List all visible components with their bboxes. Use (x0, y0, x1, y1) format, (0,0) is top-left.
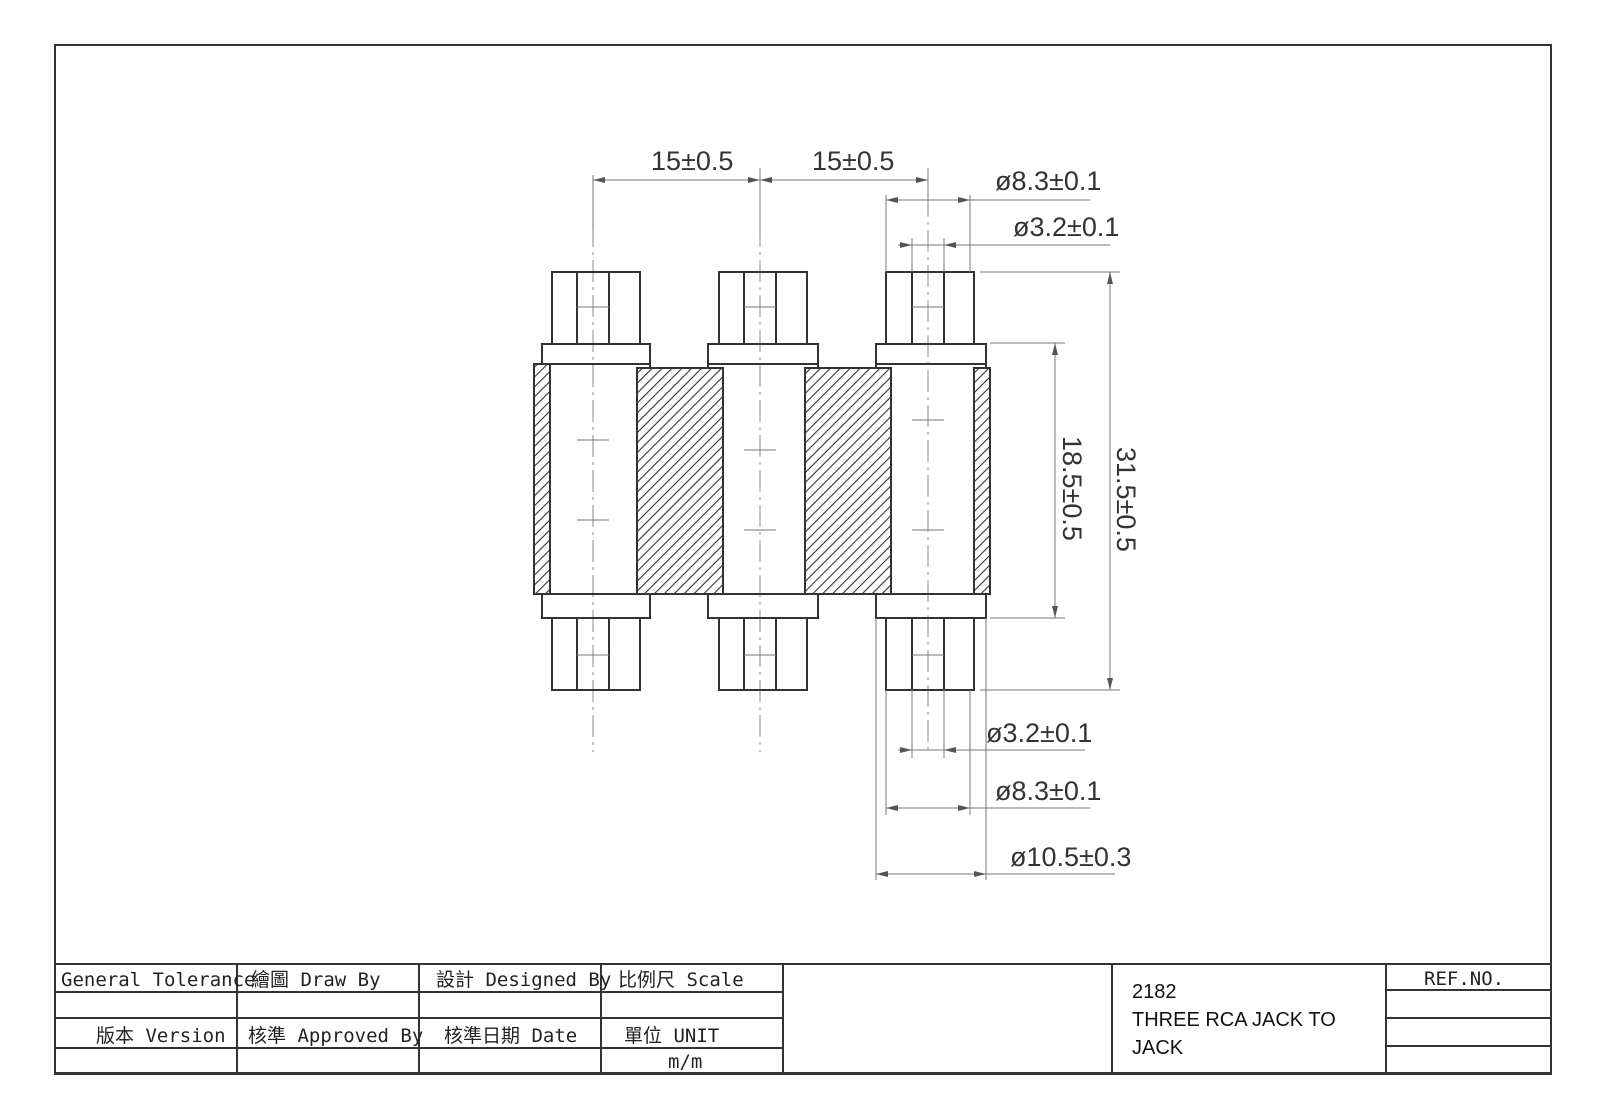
dim-top-inner-diameter: ø3.2±0.1 (1013, 212, 1119, 242)
part-number: 2182 (1132, 981, 1177, 1003)
dim-overall-height: 31.5±0.5 (1111, 447, 1141, 552)
approved-by-label: 核準 Approved By (248, 1025, 423, 1047)
part-view (533, 195, 991, 752)
scale-label: 比例尺 Scale (618, 969, 744, 991)
unit-label: 單位 UNIT (624, 1025, 719, 1047)
insulator-right (973, 367, 991, 595)
insulator-2-3 (804, 367, 892, 595)
draw-by-label: 繪圖 Draw By (251, 969, 381, 991)
date-label: 核準日期 Date (444, 1025, 577, 1047)
dim-pitch-right: 15±0.5 (812, 146, 894, 176)
jack-1 (541, 271, 651, 691)
dim-bottom-inner-diameter: ø3.2±0.1 (986, 718, 1092, 748)
dim-pitch-left: 15±0.5 (651, 146, 733, 176)
jack-2 (707, 271, 819, 691)
part-title-line-2: JACK (1132, 1037, 1184, 1059)
title-block: General Tolerance 繪圖 Draw By 設計 Designed… (54, 963, 1552, 1075)
designed-by-label: 設計 Designed By (436, 969, 611, 991)
insulator-1-2 (636, 367, 724, 595)
general-tolerance-label: General Tolerance (61, 969, 255, 991)
ref-no-label: REF.NO. (1424, 968, 1504, 990)
dim-bottom-outer-diameter: ø8.3±0.1 (995, 776, 1101, 806)
insulator-left (533, 363, 551, 595)
dim-body-height: 18.5±0.5 (1057, 436, 1087, 541)
unit-value: m/m (668, 1051, 702, 1073)
sheet-border (54, 44, 1552, 1074)
dim-top-outer-diameter: ø8.3±0.1 (995, 166, 1101, 196)
version-label: 版本 Version (96, 1025, 226, 1047)
jack-3 (875, 271, 987, 691)
dimensions: 15±0.5 15±0.5 ø8.3±0.1 ø3.2±0.1 18.5±0.5… (592, 146, 1141, 880)
part-title-line-1: THREE RCA JACK TO (1132, 1009, 1336, 1031)
dim-body-diameter: ø10.5±0.3 (1010, 842, 1131, 872)
